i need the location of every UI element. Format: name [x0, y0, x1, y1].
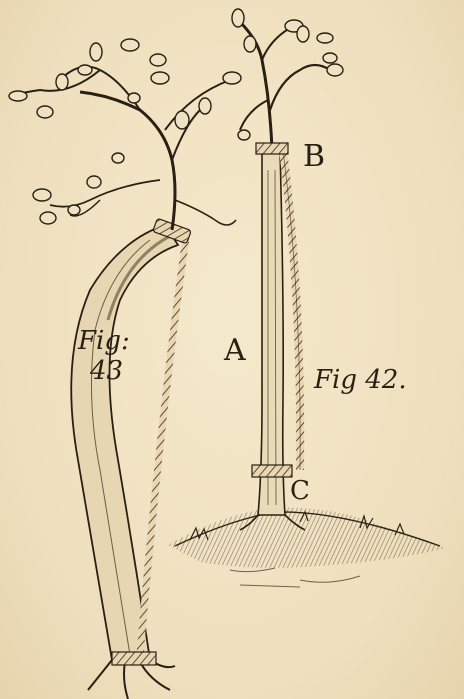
fig-43-caption-line2: 43 [90, 357, 123, 386]
ground [168, 508, 445, 587]
label-c: C [290, 478, 310, 504]
label-b: B [303, 142, 325, 172]
fig-43-tree [9, 39, 241, 699]
fig-43-caption-line1: Fig: [78, 327, 130, 356]
fig-42-tree [232, 9, 343, 530]
label-a: A [224, 336, 246, 366]
fig-42-caption: Fig 42. [314, 366, 407, 395]
